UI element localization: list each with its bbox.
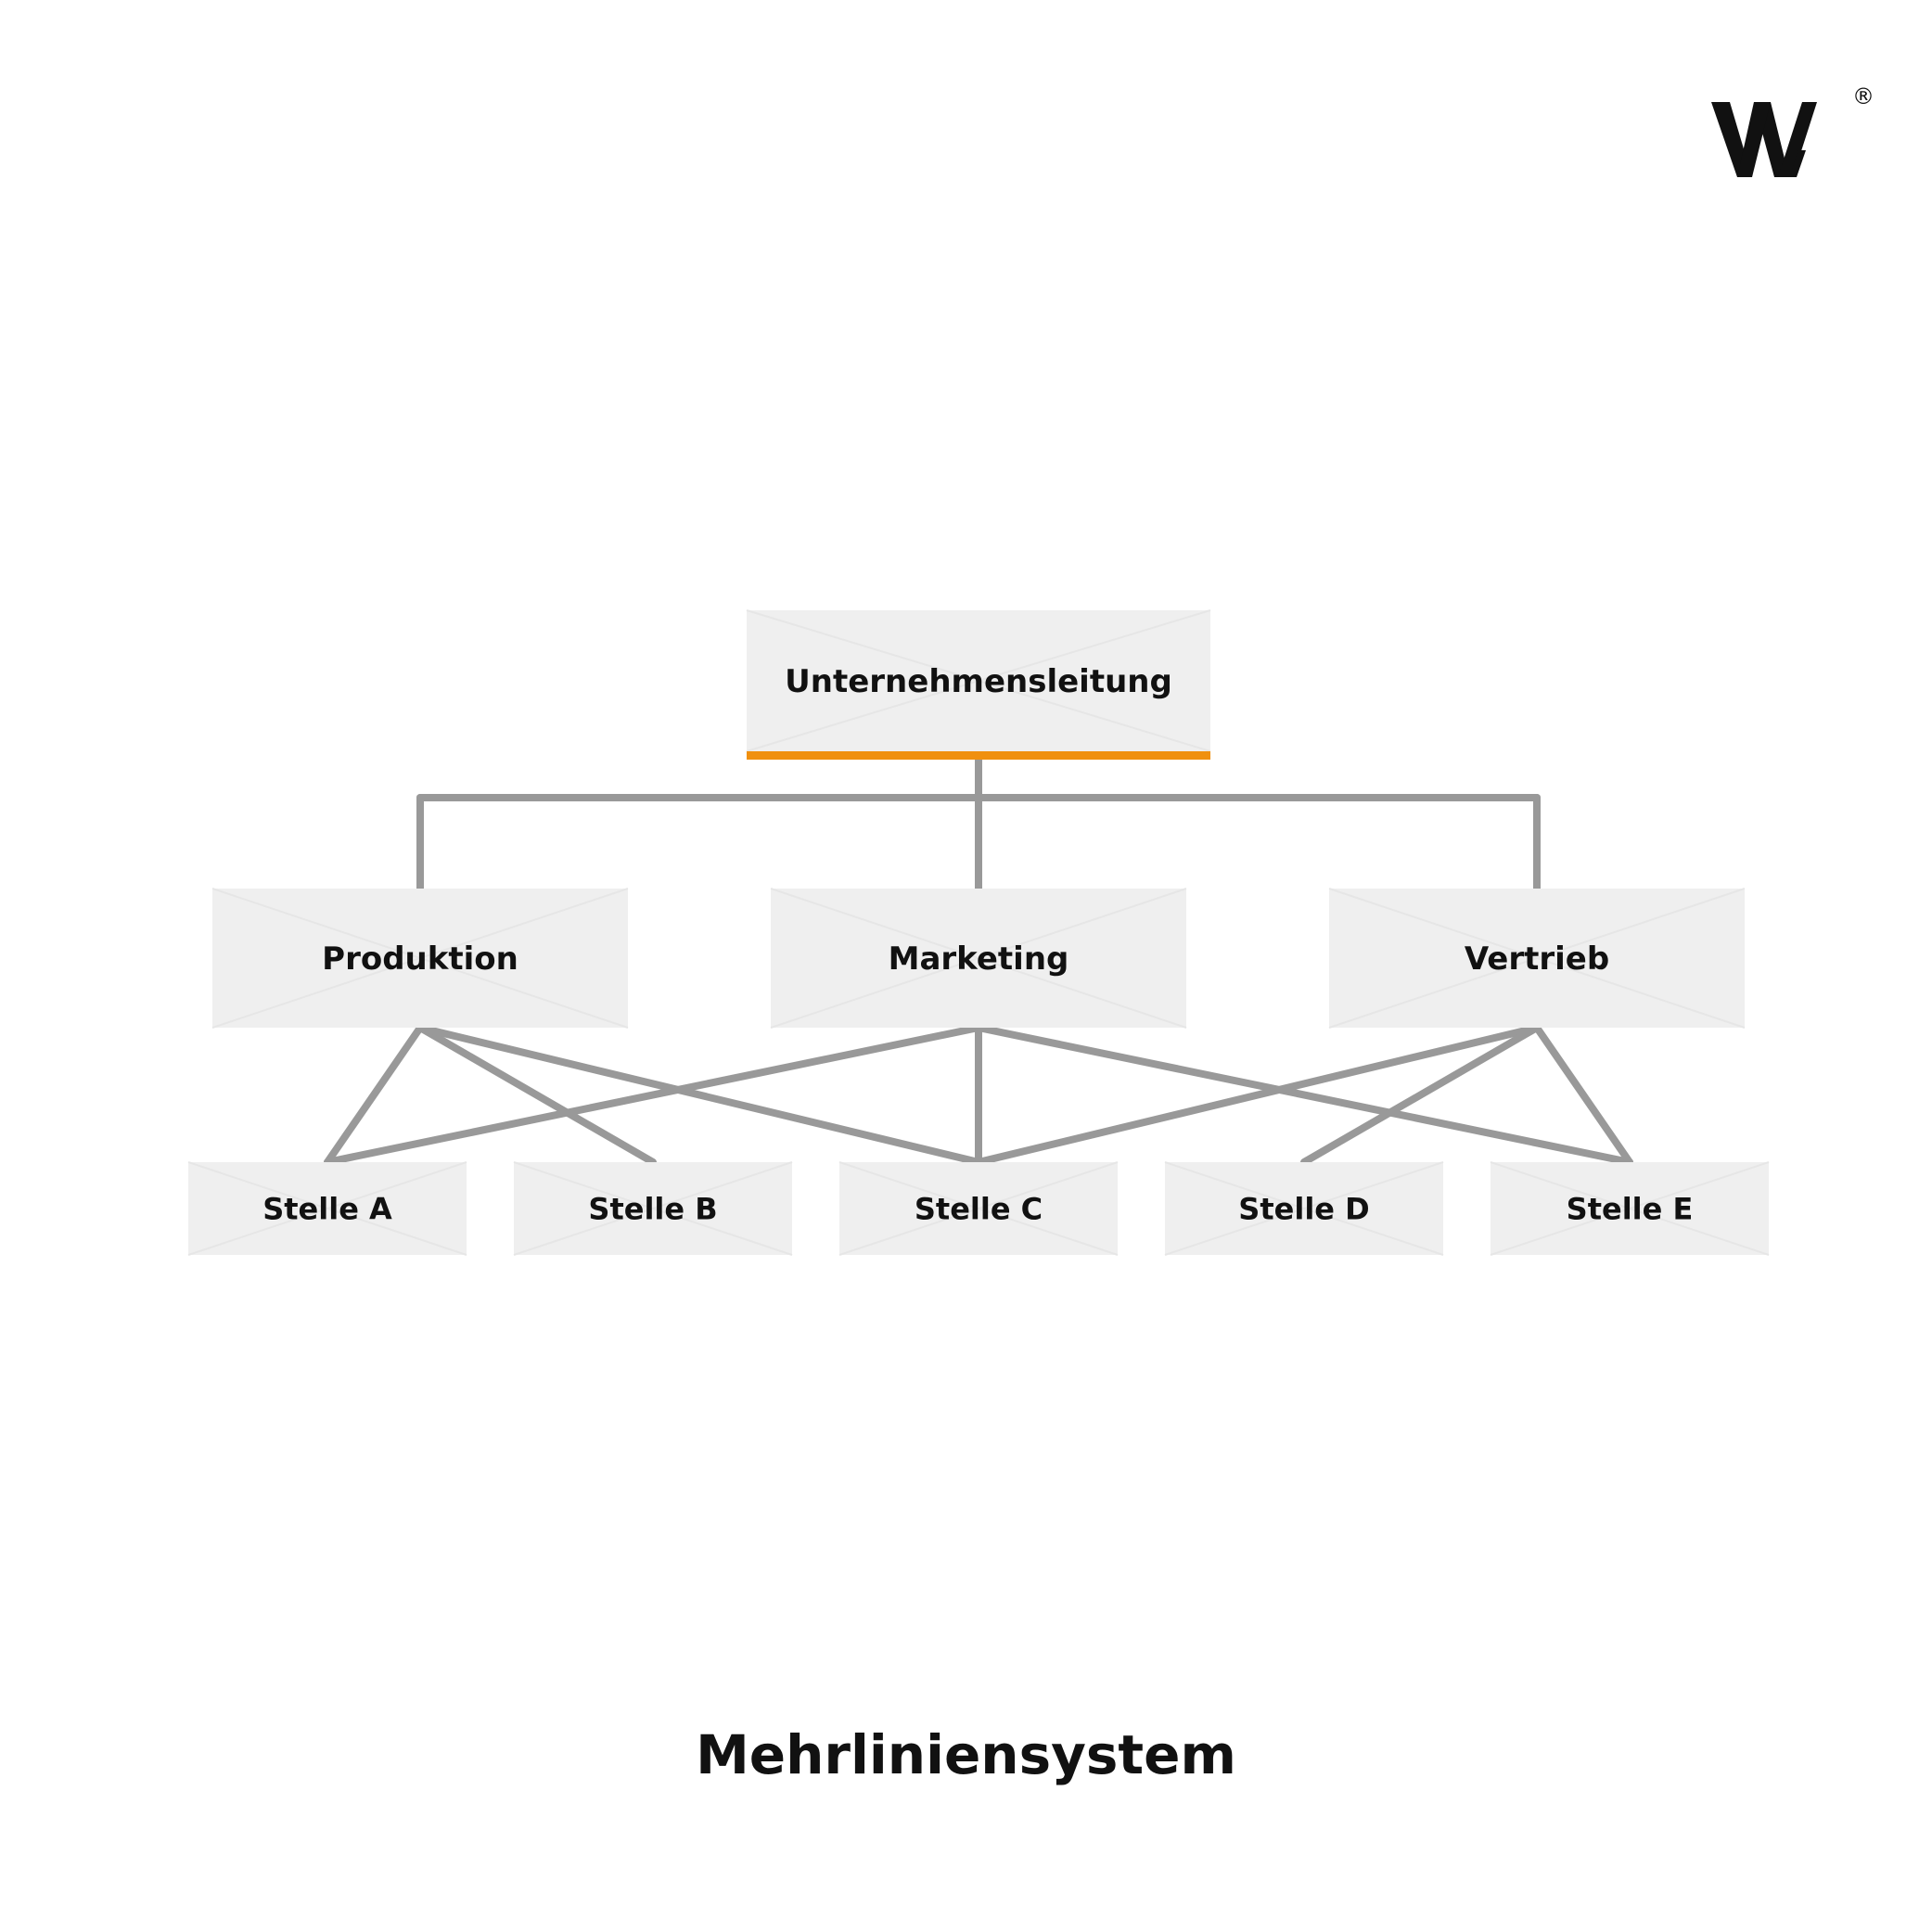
connector-lines	[324, 756, 1633, 1166]
node-stelle-c-label: Stelle C	[915, 1192, 1043, 1227]
node-vertrieb-label: Vertrieb	[1465, 940, 1609, 978]
node-marketing: Marketing	[770, 888, 1187, 1029]
node-root-label: Unternehmensleitung	[785, 663, 1172, 700]
connector-produktion-stelle-b	[416, 1024, 657, 1166]
node-marketing-label: Marketing	[889, 940, 1069, 978]
node-stelle-a-diagonal	[187, 1161, 467, 1256]
node-vertrieb: Vertrieb	[1328, 888, 1746, 1029]
node-stelle-d-label: Stelle D	[1238, 1192, 1369, 1227]
w-logo-icon: ®	[1711, 83, 1874, 177]
node-stelle-a-label: Stelle A	[262, 1192, 392, 1227]
node-root: Unternehmensleitung	[746, 609, 1211, 760]
connector-produktion-stelle-c	[416, 1024, 982, 1166]
node-produktion-label: Produktion	[322, 940, 518, 978]
node-stelle-b-diagonal	[513, 1161, 793, 1256]
node-stelle-e-label: Stelle E	[1567, 1192, 1694, 1227]
node-stelle-b-label: Stelle B	[588, 1192, 717, 1227]
node-stelle-e: Stelle E	[1490, 1161, 1770, 1256]
node-stelle-c-diagonal	[838, 1161, 1119, 1256]
node-produktion: Produktion	[211, 888, 629, 1029]
node-root-accent-bar	[747, 751, 1210, 760]
node-marketing-diagonal	[770, 888, 1187, 1029]
node-stelle-d: Stelle D	[1164, 1161, 1444, 1256]
connector-produktion-stelle-a	[324, 1024, 424, 1166]
node-produktion-diagonal	[211, 888, 629, 1029]
connector-marketing-stelle-a	[324, 1024, 982, 1166]
connector-marketing-stelle-e	[975, 1024, 1633, 1166]
connector-vertrieb-stelle-c	[975, 1024, 1541, 1166]
node-root-diagonal	[746, 609, 1211, 752]
node-stelle-c: Stelle C	[838, 1161, 1119, 1256]
node-stelle-d-diagonal	[1164, 1161, 1444, 1256]
registered-mark: ®	[1852, 83, 1874, 109]
diagram-caption: Mehrliniensystem	[696, 1723, 1236, 1786]
node-stelle-a: Stelle A	[187, 1161, 467, 1256]
node-stelle-b: Stelle B	[513, 1161, 793, 1256]
node-stelle-e-diagonal	[1490, 1161, 1770, 1256]
node-vertrieb-diagonal	[1328, 888, 1746, 1029]
connector-vertrieb-stelle-d	[1300, 1024, 1541, 1166]
connector-vertrieb-stelle-e	[1533, 1024, 1633, 1166]
